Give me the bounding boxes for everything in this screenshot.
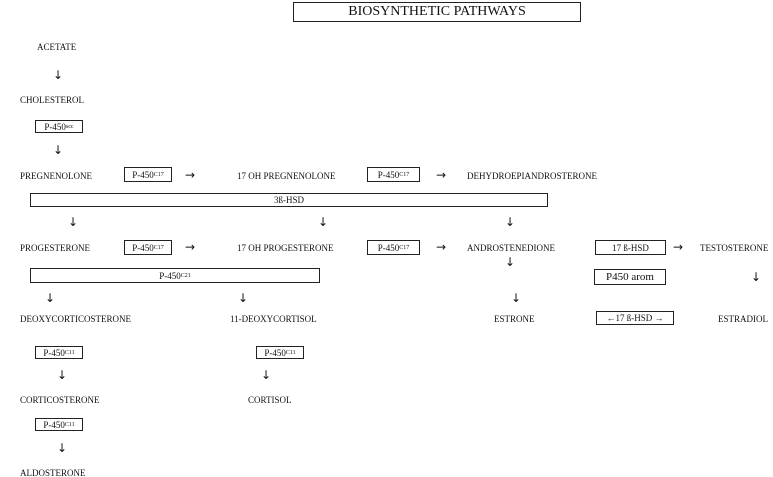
arrow-down-icon: ↓ (261, 368, 272, 382)
arrow-down-icon: ↓ (511, 291, 522, 305)
arrow-down-icon: ↓ (57, 368, 68, 382)
enzyme-p450-arom: P450 arom (594, 269, 666, 285)
arrow-down-icon: ↓ (53, 143, 64, 157)
arrow-down-icon: ↓ (57, 441, 68, 455)
compound-cortisol: CORTISOL (248, 395, 292, 405)
diagram-title: BIOSYNTHETIC PATHWAYS (293, 2, 581, 22)
arrow-down-icon: ↓ (53, 68, 64, 82)
arrow-down-icon: ↓ (505, 255, 516, 269)
arrow-right-icon: → (673, 240, 684, 254)
compound-17oh-pregnenolone: 17 OH PREGNENOLONE (237, 171, 336, 181)
arrow-right-icon: → (436, 240, 447, 254)
arrow-down-icon: ↓ (505, 215, 516, 229)
compound-progesterone: PROGESTERONE (20, 243, 91, 253)
compound-acetate: ACETATE (37, 42, 77, 52)
compound-deoxycorticosterone: DEOXYCORTICOSTERONE (20, 314, 131, 324)
compound-cholesterol: CHOLESTEROL (20, 95, 84, 105)
compound-estradiol: ESTRADIOL (718, 314, 768, 324)
arrow-down-icon: ↓ (751, 270, 762, 284)
enzyme-17b-hsd: 17 ß-HSD (595, 240, 666, 255)
arrow-right-icon: → (185, 240, 196, 254)
compound-pregnenolone: PREGNENOLONE (20, 171, 92, 181)
arrow-right-icon: → (185, 168, 196, 182)
compound-corticosterone: CORTICOSTERONE (20, 395, 100, 405)
enzyme-17b-hsd-reversible: ←17 ß-HSD → (596, 311, 674, 325)
compound-estrone: ESTRONE (494, 314, 535, 324)
arrow-down-icon: ↓ (68, 215, 79, 229)
arrow-down-icon: ↓ (238, 291, 249, 305)
enzyme-3b-hsd: 3ß-HSD (30, 193, 548, 207)
compound-11-deoxycortisol: 11-DEOXYCORTISOL (230, 314, 317, 324)
compound-androstenedione: ANDROSTENEDIONE (467, 243, 555, 253)
arrow-right-icon: → (436, 168, 447, 182)
compound-17oh-progesterone: 17 OH PROGESTERONE (237, 243, 334, 253)
arrow-down-icon: ↓ (45, 291, 56, 305)
compound-aldosterone: ALDOSTERONE (20, 468, 86, 477)
compound-testosterone: TESTOSTERONE (700, 243, 769, 253)
arrow-down-icon: ↓ (318, 215, 329, 229)
compound-dhea: DEHYDROEPIANDROSTERONE (467, 171, 597, 181)
